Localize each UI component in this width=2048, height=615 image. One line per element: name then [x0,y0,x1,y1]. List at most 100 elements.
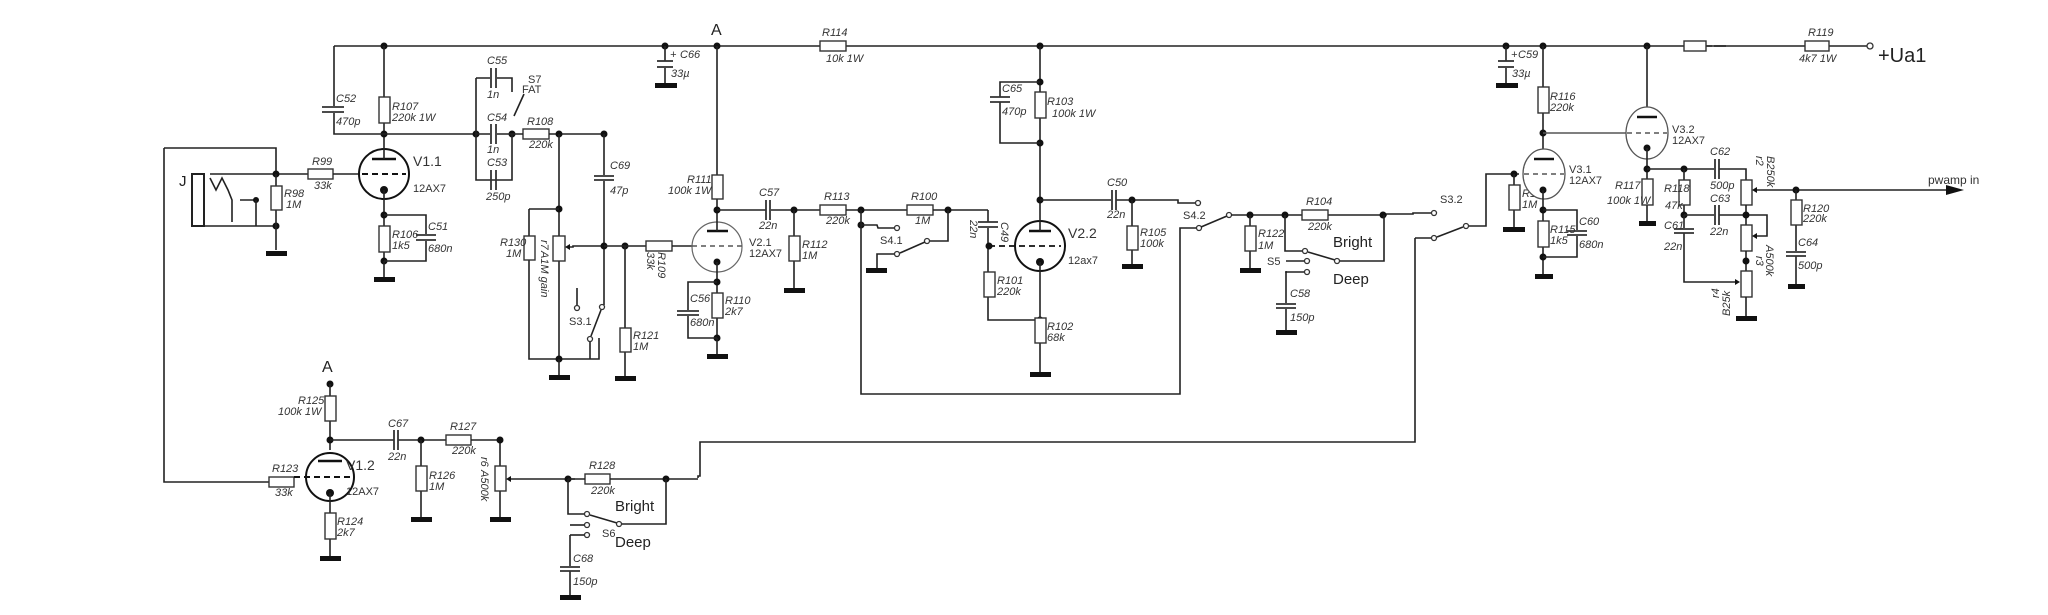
v1-1-name: V1.1 [413,153,442,169]
c61-value: 22n [1663,241,1682,253]
tube-v3-2 [1625,106,1669,222]
r7-value: A1M gain [538,250,550,297]
r108-ref: R108 [527,116,554,128]
resistor-r126 [415,465,428,492]
s7-label: FAT [522,84,542,96]
svg-text:+: + [670,49,677,61]
resistor-r119 [1683,40,1707,52]
resistor-r130 [523,235,536,261]
potentiometer-r2[interactable] [1740,179,1753,206]
s5-deep-label: Deep [1333,271,1369,288]
r117-value: 100k 1W [1607,195,1652,207]
r116-value: 220k [1549,102,1574,114]
switch-s7[interactable] [513,93,525,117]
c54-value: 1n [487,144,499,156]
r4-ref: r4 [1710,288,1722,298]
switch-s3-1[interactable] [573,288,606,359]
v3-2-type: 12AX7 [1672,135,1705,147]
s7-ref: S7 [528,74,541,86]
c59-value: 33µ [1512,68,1531,80]
r4-value: B25k [1721,290,1733,316]
resistor-r100 [906,204,934,216]
svg-text:+: + [1511,49,1518,61]
resistor-r115 [1537,220,1550,248]
potentiometer-r6[interactable] [494,465,507,492]
r112-ref: R112 [802,239,827,251]
r121-ref: R121 [633,330,659,342]
r124-value: 2k7 [336,527,356,539]
switch-s6[interactable] [567,479,667,539]
c67-ref: C67 [388,418,409,430]
c61-ref: C61 [1664,220,1684,232]
s6-deep-label: Deep [615,534,651,551]
switch-s3-2[interactable] [1410,209,1470,242]
c63-value: 22n [1709,226,1728,238]
resistor-r108 [522,128,550,140]
r104-value: 220k [1307,221,1332,233]
c57-ref: C57 [759,187,780,199]
c53-value: 250p [485,191,510,203]
resistor-r106 [378,225,391,253]
r127-value: 220k [451,445,476,457]
r99-ref: R99 [312,156,332,168]
c68-value: 150p [573,576,597,588]
potentiometer-r4[interactable] [1740,270,1753,298]
s6-bright-label: Bright [615,498,655,515]
c69-value: 47p [610,185,628,197]
r114-value: 10k 1W [826,53,865,65]
r3-ref: r3 [1753,256,1765,267]
r119-value: 4k7 1W [1799,53,1838,65]
input-jack[interactable] [191,173,276,227]
r126-value: 1M [429,481,445,493]
r109-ref: R109 [655,252,667,278]
c69-ref: C69 [610,160,630,172]
v1-2-name: V1.2 [346,457,375,473]
r104-ref: R104 [1306,196,1332,208]
switch-s4-1[interactable] [861,210,949,273]
r103-ref: R103 [1047,96,1074,108]
node-a-top-label: A [711,22,722,39]
c55-ref: C55 [487,55,508,67]
c58-value: 150p [1290,312,1314,324]
resistor-r117 [1641,178,1654,206]
resistor-r118 [1678,179,1691,206]
r113-ref: R113 [824,191,850,203]
capacitor-c59 [1496,46,1518,88]
r7-ref: r7 [538,240,550,251]
r101-value: 220k [996,286,1021,298]
resistor-r103 [1034,91,1047,119]
potentiometer-r3[interactable] [1740,224,1753,252]
r122-value: 1M [1258,240,1274,252]
r2-ref: r2 [1753,156,1765,166]
r113-value: 220k [825,215,850,227]
r98-value: 1M [286,199,302,211]
r120-value: 220k [1802,213,1827,225]
resistor-r127 [445,434,472,446]
c52-ref: C52 [336,93,356,105]
resistor-r109 [645,240,673,252]
c66-ref: C66 [680,49,701,61]
r102-value: 68k [1047,332,1065,344]
r103-value: 100k 1W [1052,108,1097,120]
s3-2-ref: S3.2 [1440,194,1463,206]
r108-value: 220k [528,139,553,151]
r99-value: 33k [314,180,332,192]
potentiometer-r7-gain[interactable] [552,235,566,262]
r106-value: 1k5 [392,240,411,252]
r112-value: 1M [802,250,818,262]
r121-value: 1M [633,341,649,353]
c60-value: 680n [1579,239,1603,251]
v3-1-type: 12AX7 [1569,175,1602,187]
r119-ref: R119 [1808,27,1833,39]
r126-ref: R126 [429,470,456,482]
c62-ref: C62 [1710,146,1730,158]
r100-ref: R100 [911,191,938,203]
resistor-r112 [788,235,801,262]
r127-ref: R127 [450,421,477,433]
r130-ref: R130 [500,237,527,249]
capacitor-c66 [655,46,677,88]
c53-ref: C53 [487,157,508,169]
v1-2-type: 12AX7 [346,486,379,498]
c55-value: 1n [487,89,499,101]
resistor-r110 [711,292,724,319]
